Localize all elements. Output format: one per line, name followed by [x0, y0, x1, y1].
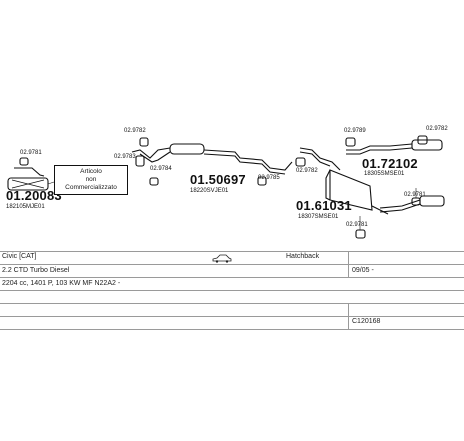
part-code-2: 01.50697 [190, 172, 246, 187]
tail-pipe [346, 143, 413, 151]
table-line [0, 251, 464, 252]
note-line: Articolo [80, 168, 102, 175]
callout-label: 02.9782 [426, 126, 448, 132]
mid-pipe-rear [203, 149, 293, 171]
engine-spec: 2204 cc, 1401 P, 103 KW MF N22A2 - [2, 280, 121, 287]
engine-name: 2.2 CTD Turbo Diesel [2, 267, 70, 274]
exhaust-system-diagram [7, 135, 445, 239]
production-date: 09/05 - [352, 267, 374, 274]
table-line [0, 277, 464, 278]
table-divider [348, 251, 349, 277]
callout-label: 02.9782 [296, 168, 318, 174]
callout-label: 02.9781 [404, 192, 426, 198]
part-code-4: 01.61031 [296, 198, 352, 213]
catalog-code: C120168 [352, 318, 381, 325]
table-line [0, 329, 464, 330]
mid-silencer [169, 143, 205, 155]
callout-label: 02.9784 [150, 166, 172, 172]
callout-label: 02.9783 [114, 154, 136, 160]
part-ref-3: 18305SMSE01 [364, 171, 405, 177]
clamp-part [139, 137, 149, 147]
callout-label: 02.9782 [124, 128, 146, 134]
not-sold-note: Articolo non Commercializzato [54, 165, 128, 195]
front-pipe-part [14, 167, 45, 177]
callout-label: 02.9781 [346, 222, 368, 228]
callout-label: 02.9785 [258, 175, 280, 181]
part-ref-4: 18307SMSE01 [298, 214, 339, 220]
part-ref-2: 18220SVJE01 [190, 188, 229, 194]
rear-pipe [299, 147, 341, 171]
part-code-3: 01.72102 [362, 156, 418, 171]
mid-pipe-front [131, 147, 171, 159]
note-line: non [85, 176, 97, 183]
car-icon [212, 254, 232, 263]
vehicle-model: Civic [CAT] [2, 253, 37, 260]
part-code-1: 01.20083 [6, 188, 62, 203]
part-ref-1: 182105MJE01 [6, 204, 45, 210]
table-line [0, 316, 464, 317]
table-line [0, 290, 464, 291]
table-line [0, 303, 464, 304]
body-type: Hatchback [286, 253, 320, 260]
note-line: Commercializzato [65, 184, 117, 191]
callout-label: 02.9789 [344, 128, 366, 134]
callout-label: 02.9781 [20, 150, 42, 156]
table-divider [348, 303, 349, 329]
rear-muffler [329, 169, 373, 211]
table-line [0, 264, 464, 265]
